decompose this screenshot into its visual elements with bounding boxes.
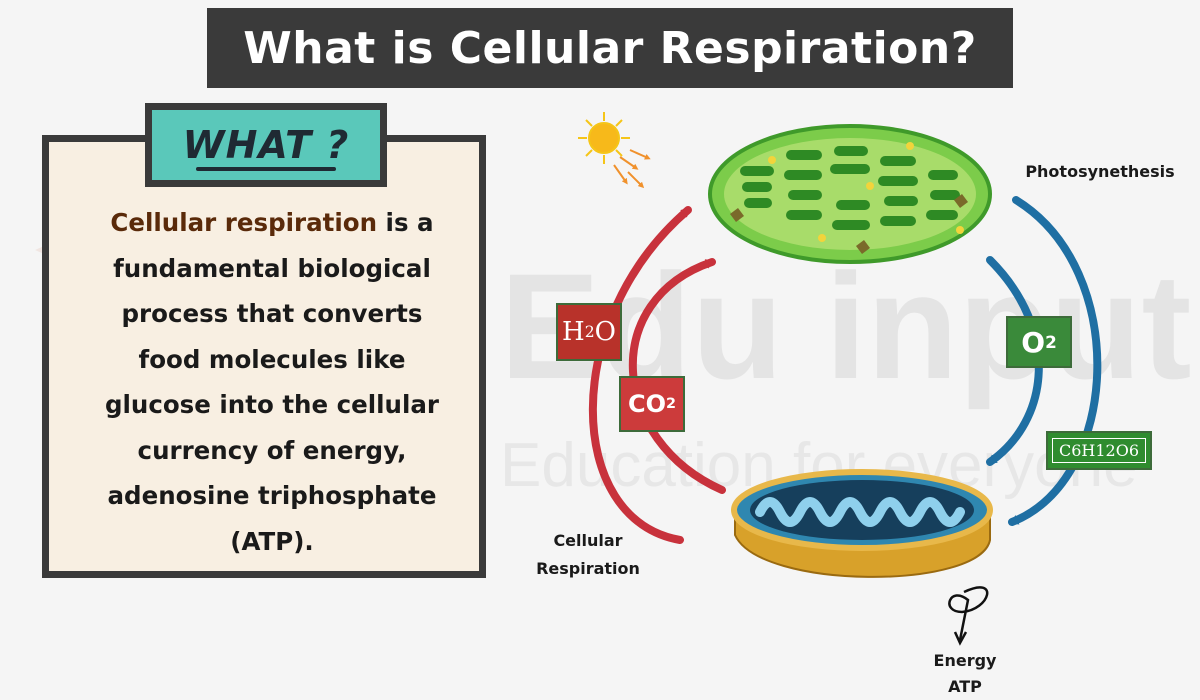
glucose-badge: C6H12O6 [1046, 431, 1152, 470]
energy-label: Energy ATP [920, 648, 1010, 700]
definition-highlight-1: Cellular [110, 208, 217, 237]
page-title: What is Cellular Respiration? [243, 22, 977, 74]
energy-label-line-2: ATP [948, 677, 982, 696]
respiration-label: Cellular Respiration [520, 527, 656, 583]
chloroplast-icon [708, 124, 992, 264]
definition-text-1: is a [385, 208, 434, 237]
h2o-main: H [562, 317, 585, 347]
energy-label-line-1: Energy [933, 651, 997, 670]
respiration-label-line-2: Respiration [536, 559, 640, 578]
definition-line-2: fundamental biological [113, 253, 431, 283]
definition-line-3: process that converts [121, 299, 423, 328]
glucose-text: C6H12O6 [1051, 438, 1147, 463]
respiration-arrows [588, 206, 726, 544]
definition-highlight-2: respiration [224, 208, 378, 237]
co2-sub: 2 [666, 396, 677, 412]
o2-sub: 2 [1045, 332, 1057, 352]
h2o-sub: 2 [584, 323, 595, 341]
definition-text: Cellular respiration is a fundamental bi… [72, 200, 472, 564]
co2-main: CO [627, 390, 666, 418]
o2-main: O [1021, 325, 1046, 359]
definition-line-8: (ATP). [230, 526, 314, 556]
mitochondrion-icon [731, 469, 993, 578]
what-tag-underline [196, 167, 336, 171]
definition-line-6: currency of energy, [137, 435, 407, 465]
respiration-label-line-1: Cellular [553, 531, 623, 550]
definition-line-5: glucose into the cellular [104, 390, 440, 419]
definition-line-4: food molecules like [138, 344, 406, 374]
title-bar: What is Cellular Respiration? [207, 8, 1013, 88]
definition-card [49, 142, 479, 571]
sun-icon [578, 112, 651, 189]
definition-line-1: Cellular respiration is a [72, 200, 472, 246]
energy-arrow-icon [948, 586, 989, 646]
photosynthesis-arrows [986, 196, 1102, 526]
definition-line-7: adenosine triphosphate [107, 481, 437, 510]
what-tag-text: WHAT ? [182, 123, 350, 167]
photosynthesis-label: Photosynethesis [1025, 162, 1175, 181]
h2o-tail: O [594, 317, 616, 347]
